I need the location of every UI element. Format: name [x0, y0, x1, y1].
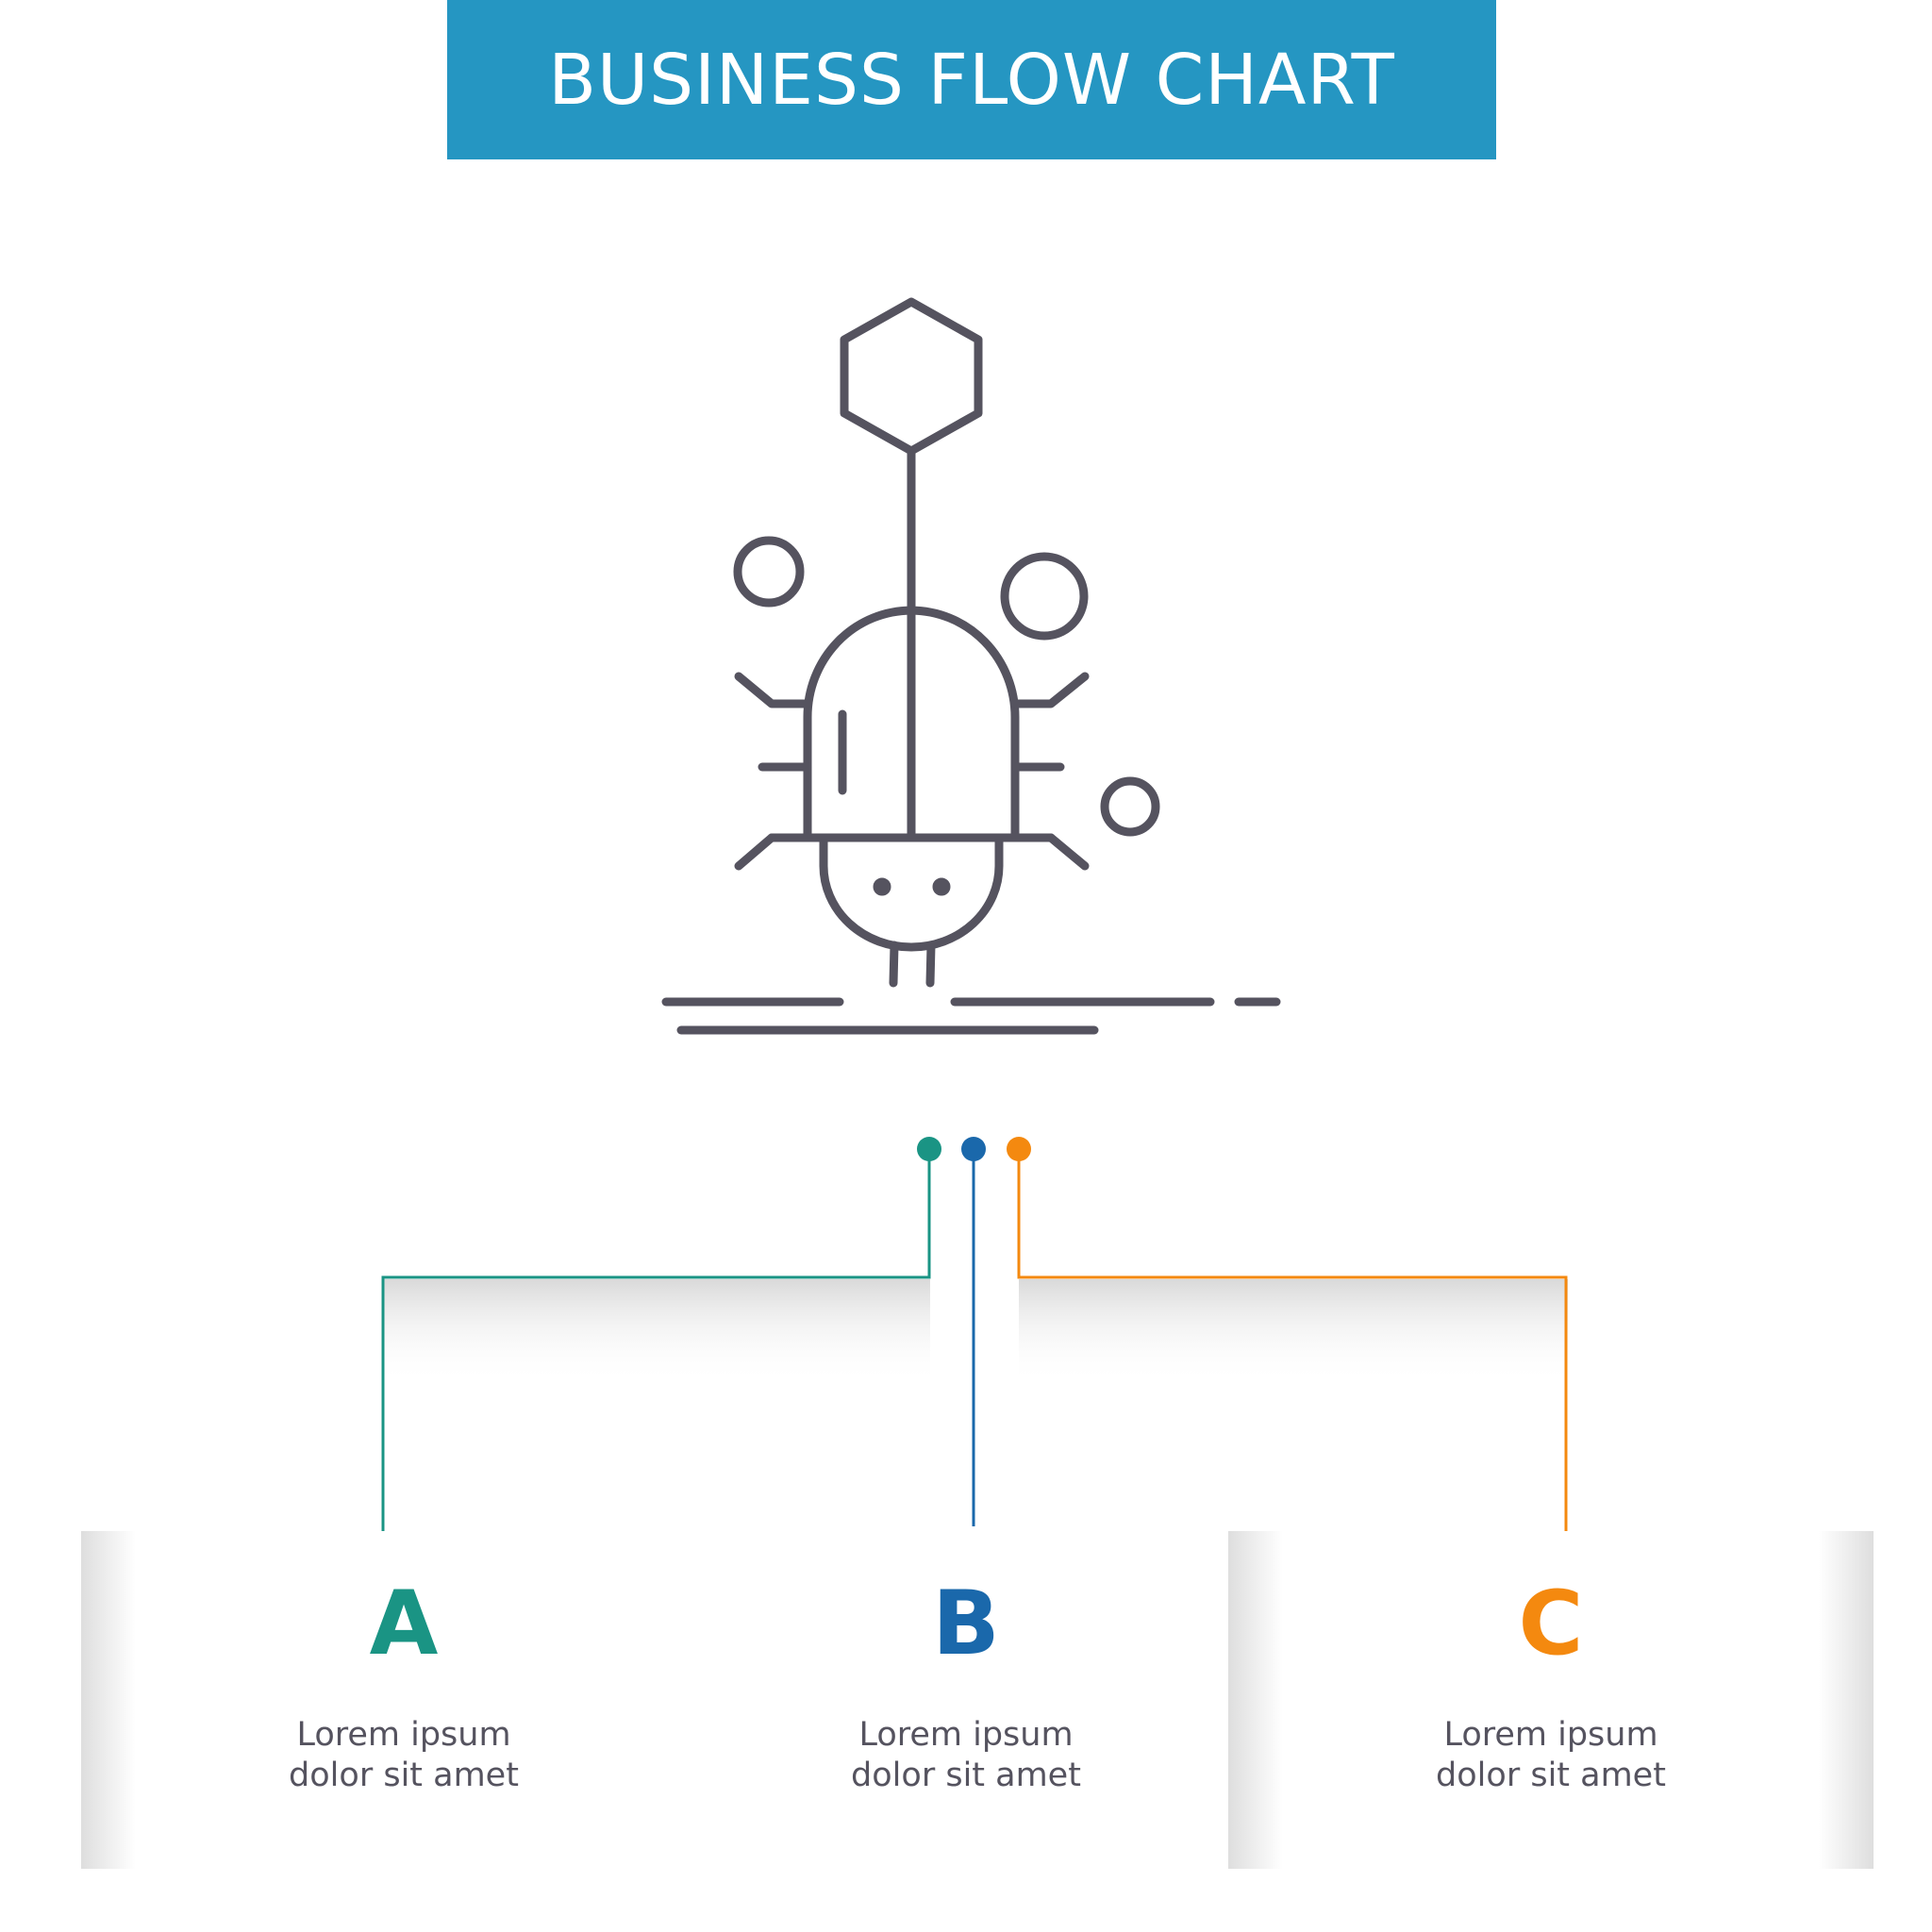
title-banner-bg [447, 0, 1496, 159]
bug-leg [1010, 672, 1090, 708]
option-text: Lorem ipsum dolor sit amet [81, 1715, 726, 1796]
connector-dot-a [917, 1137, 941, 1161]
card-shadow [1228, 1531, 1283, 1869]
option-text-line: dolor sit amet [1436, 1757, 1666, 1794]
page-title: BUSINESS FLOW CHART [548, 39, 1395, 121]
connector-dot-b [961, 1137, 986, 1161]
bug-leg [1046, 833, 1090, 871]
bug-debug-icon [661, 297, 1281, 1035]
bubble-circle [733, 536, 805, 608]
bubble-circle [1100, 776, 1160, 837]
hexagon-shape [840, 297, 983, 456]
title-banner: BUSINESS FLOW CHART [447, 0, 1496, 159]
option-card-a: A Lorem ipsum dolor sit amet [81, 1531, 726, 1869]
option-text-line: Lorem ipsum [858, 1716, 1074, 1754]
option-text-line: Lorem ipsum [1443, 1716, 1658, 1754]
bug-mandible [925, 941, 936, 988]
card-content: A Lorem ipsum dolor sit amet [81, 1531, 726, 1869]
bug-leg [734, 672, 812, 708]
bubble-circle [1000, 552, 1089, 641]
bug-leg [734, 833, 776, 871]
connector-shadow-left [383, 1279, 930, 1383]
option-card-c: C Lorem ipsum dolor sit amet [1228, 1531, 1874, 1869]
option-card-b: B Lorem ipsum dolor sit amet [649, 1531, 1283, 1869]
connector-line-a [381, 1149, 931, 1547]
option-text-line: dolor sit amet [289, 1757, 519, 1794]
bug-mandible [889, 941, 899, 988]
card-content: B Lorem ipsum dolor sit amet [649, 1531, 1283, 1869]
card-shadow [81, 1531, 136, 1869]
card-content: C Lorem ipsum dolor sit amet [1228, 1531, 1874, 1869]
option-text: Lorem ipsum dolor sit amet [1228, 1715, 1874, 1796]
option-text-line: Lorem ipsum [296, 1716, 511, 1754]
bug-eye [932, 877, 951, 896]
option-letter-c: C [1518, 1573, 1584, 1675]
card-shadow [1819, 1531, 1874, 1869]
option-letter-b: B [932, 1573, 1000, 1675]
connector-shadow-right [1019, 1279, 1568, 1383]
connector-line-c [1017, 1149, 1568, 1547]
option-letter-a: A [369, 1573, 439, 1675]
connector-dot-c [1007, 1137, 1031, 1161]
bug-eye [873, 877, 891, 896]
option-text-line: dolor sit amet [851, 1757, 1081, 1794]
bug-head [819, 833, 1004, 952]
option-text: Lorem ipsum dolor sit amet [649, 1715, 1283, 1796]
